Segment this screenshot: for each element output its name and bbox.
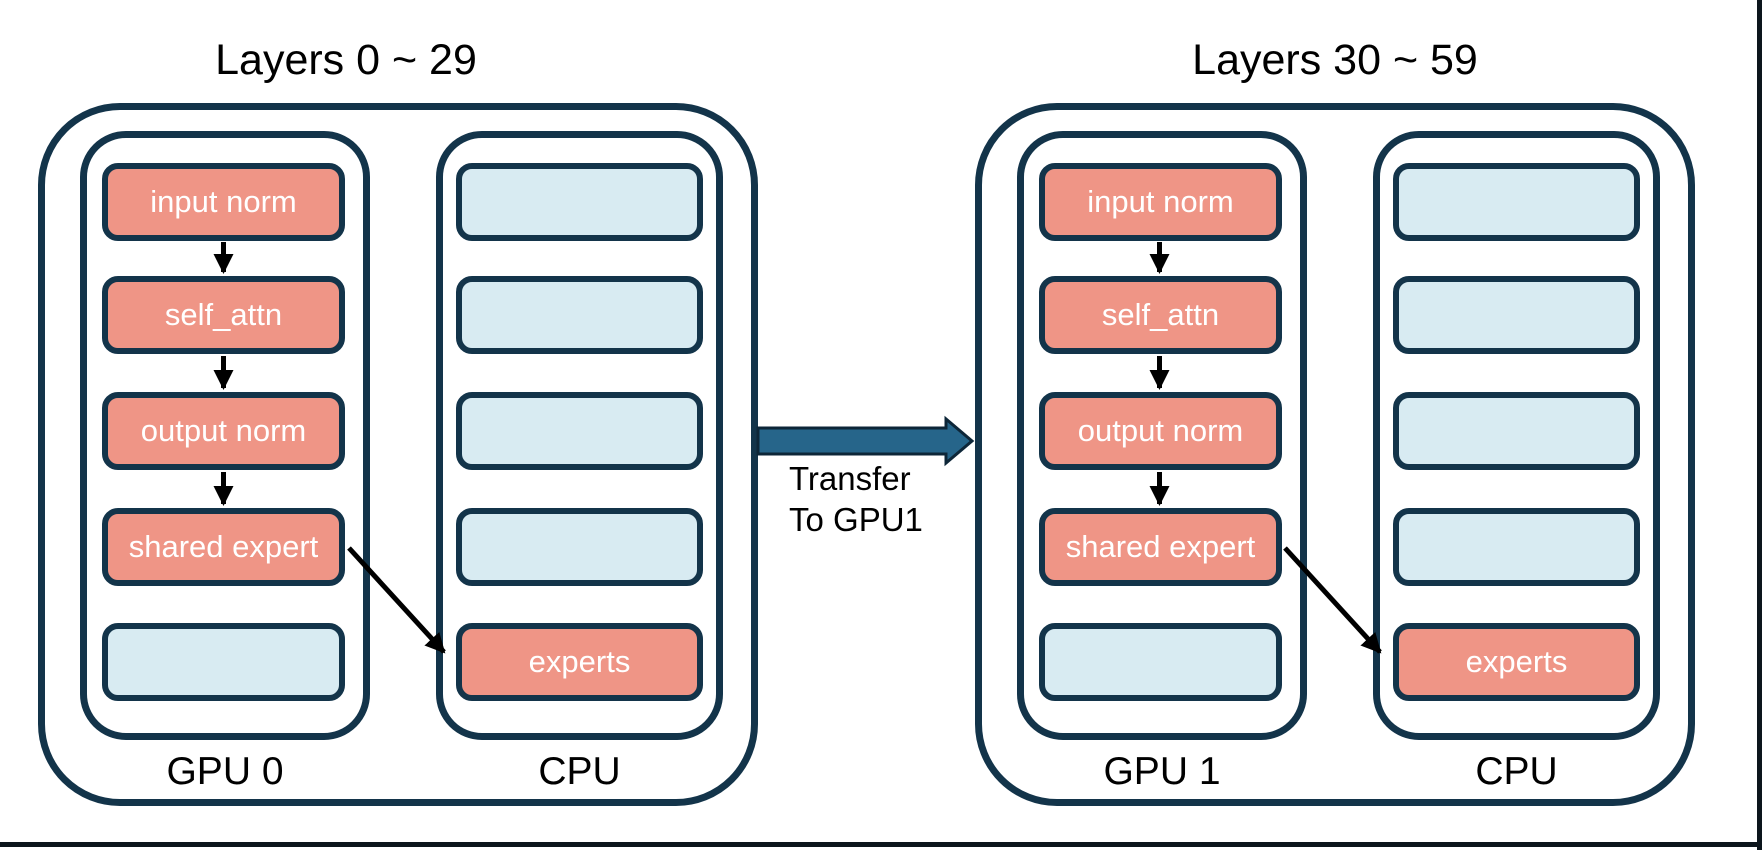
box-empty [1393, 392, 1640, 470]
page-edge-right-line [1757, 0, 1762, 850]
transfer-arrow [756, 415, 975, 467]
box-empty [456, 163, 703, 241]
box-output-norm: output norm [1039, 392, 1282, 470]
box-empty [102, 623, 345, 701]
box-empty [1039, 623, 1282, 701]
box-empty [456, 392, 703, 470]
box-empty [1393, 163, 1640, 241]
cpu-label-left: CPU [538, 750, 621, 793]
box-self-attn: self_attn [102, 276, 345, 354]
box-output-norm: output norm [102, 392, 345, 470]
gpu0-label: GPU 0 [166, 750, 284, 793]
transfer-label-line2: To GPU1 [789, 501, 923, 538]
box-experts: experts [1393, 623, 1640, 701]
right-group-title: Layers 30 ~ 59 [1192, 36, 1478, 84]
transfer-label-line1: Transfer [789, 460, 911, 497]
gpu0-container: input norm self_attn output norm shared … [80, 131, 370, 740]
box-empty [1393, 276, 1640, 354]
box-self-attn: self_attn [1039, 276, 1282, 354]
cpu-label-right: CPU [1475, 750, 1558, 793]
box-empty [456, 508, 703, 586]
box-empty [456, 276, 703, 354]
right-node-group: input norm self_attn output norm shared … [975, 103, 1695, 806]
box-shared-expert: shared expert [102, 508, 345, 586]
left-node-group: input norm self_attn output norm shared … [38, 103, 758, 806]
box-input-norm: input norm [102, 163, 345, 241]
gpu1-container: input norm self_attn output norm shared … [1017, 131, 1307, 740]
transfer-label: Transfer To GPU1 [789, 458, 923, 540]
cpu-container-left: experts [436, 131, 723, 740]
box-shared-expert: shared expert [1039, 508, 1282, 586]
gpu1-label: GPU 1 [1103, 750, 1221, 793]
box-empty [1393, 508, 1640, 586]
box-input-norm: input norm [1039, 163, 1282, 241]
cpu-container-right: experts [1373, 131, 1660, 740]
left-group-title: Layers 0 ~ 29 [215, 36, 477, 84]
box-experts: experts [456, 623, 703, 701]
page-edge-bottom-line [0, 842, 1762, 847]
